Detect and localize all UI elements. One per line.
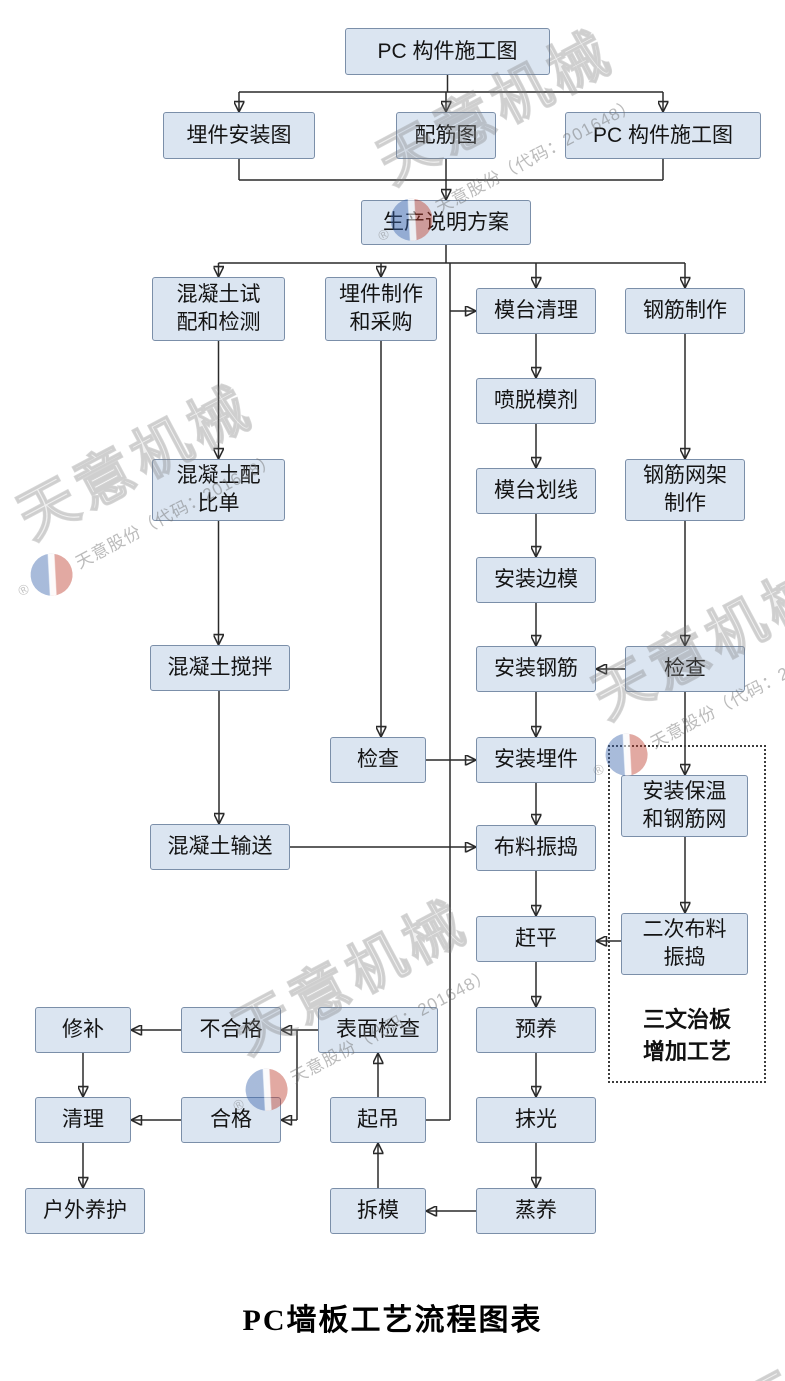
node-production-plan: 生产说明方案 (361, 200, 531, 245)
node-material-vibration: 布料振捣 (476, 825, 596, 871)
node-embed-fabrication-procurement: 埋件制作 和采购 (325, 277, 437, 341)
node-concrete-mix-ratio-sheet: 混凝土配 比单 (152, 459, 285, 521)
node-unqualified: 不合格 (181, 1007, 281, 1053)
node-pre-curing: 预养 (476, 1007, 596, 1053)
node-concrete-mixing: 混凝土搅拌 (150, 645, 290, 691)
node-spray-release-agent: 喷脱模剂 (476, 378, 596, 424)
node-mold-table-cleaning: 模台清理 (476, 288, 596, 334)
diagram-title: PC墙板工艺流程图表 (242, 1304, 543, 1337)
sandwich-process-label: 三文治板 增加工艺 (642, 1007, 731, 1064)
node-inspection-rebar: 检查 (625, 646, 745, 692)
node-demolding: 拆模 (330, 1188, 426, 1234)
node-side-form-install: 安装边模 (476, 557, 596, 603)
node-inspection-embed: 检查 (330, 737, 426, 783)
node-embed-install: 安装埋件 (476, 737, 596, 783)
node-polishing: 抹光 (476, 1097, 596, 1143)
node-concrete-trial-mix-test: 混凝土试 配和检测 (152, 277, 285, 341)
node-pc-component-drawing-right: PC 构件施工图 (565, 112, 761, 159)
node-concrete-transport: 混凝土输送 (150, 824, 290, 870)
node-surface-inspection: 表面检查 (318, 1007, 438, 1053)
node-steam-curing: 蒸养 (476, 1188, 596, 1234)
node-leveling: 赶平 (476, 916, 596, 962)
node-cleaning: 清理 (35, 1097, 131, 1143)
node-repair: 修补 (35, 1007, 131, 1053)
flow-arrows (83, 75, 685, 1211)
sandwich-process-group (608, 745, 766, 1083)
node-embed-install-drawing: 埋件安装图 (163, 112, 315, 159)
node-rebar-fabrication: 钢筋制作 (625, 288, 745, 334)
node-mold-table-marking: 模台划线 (476, 468, 596, 514)
node-rebar-drawing: 配筋图 (396, 112, 496, 159)
node-pc-component-drawing-top: PC 构件施工图 (345, 28, 550, 75)
node-rebar-install: 安装钢筋 (476, 646, 596, 692)
node-insulation-mesh-install: 安装保温 和钢筋网 (621, 775, 748, 837)
node-lifting: 起吊 (330, 1097, 426, 1143)
node-second-material-vibration: 二次布料 振捣 (621, 913, 748, 975)
node-qualified: 合格 (181, 1097, 281, 1143)
node-outdoor-curing: 户外养护 (25, 1188, 145, 1234)
node-rebar-mesh-fabrication: 钢筋网架 制作 (625, 459, 745, 521)
